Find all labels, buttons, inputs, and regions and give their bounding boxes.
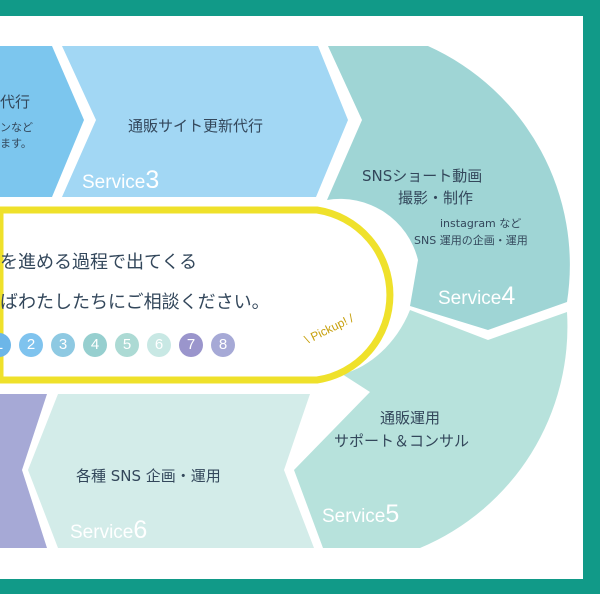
service5-title-line1: 通販運用 — [380, 409, 441, 427]
number-circle-4: 4 — [83, 333, 107, 357]
service4-sub-line1: instagram など — [440, 217, 522, 230]
number-circle-8: 8 — [211, 333, 235, 357]
service5-title-line2: サポート＆コンサル — [334, 432, 470, 450]
service2-sub-line1: ンなど — [0, 121, 33, 134]
service5-shape — [294, 310, 568, 548]
service6-shape — [28, 394, 314, 548]
service2-sub-line2: ます。 — [0, 137, 32, 150]
service3-title: 通販サイト更新代行 — [128, 117, 264, 135]
service3-label: Service3 — [82, 166, 160, 194]
number-circle-1: 1 — [0, 333, 11, 357]
central-text-line1: を進める過程で出てくる — [0, 252, 198, 273]
number-circle-3: 3 — [51, 333, 75, 357]
service5-label: Service5 — [322, 500, 400, 528]
service4-sub-line2: SNS 運用の企画・運用 — [414, 234, 528, 247]
service7-shape — [0, 394, 47, 548]
number-circle-5: 5 — [115, 333, 139, 357]
number-circle-2: 2 — [19, 333, 43, 357]
number-circle-6: 6 — [147, 333, 171, 357]
number-circle-7: 7 — [179, 333, 203, 357]
service4-shape — [327, 46, 570, 330]
service4-label: Service4 — [438, 282, 516, 310]
service4-title-line1: SNSショート動画 — [362, 167, 483, 185]
service4-title-line2: 撮影・制作 — [398, 189, 474, 207]
service2-shape — [0, 46, 84, 197]
service6-title: 各種 SNS 企画・運用 — [76, 467, 221, 485]
service6-label: Service6 — [70, 516, 148, 544]
service3-shape — [62, 46, 348, 197]
central-text-line2: ばわたしたちにご相談ください。 — [0, 292, 270, 313]
service2-title: 代行 — [0, 93, 31, 111]
